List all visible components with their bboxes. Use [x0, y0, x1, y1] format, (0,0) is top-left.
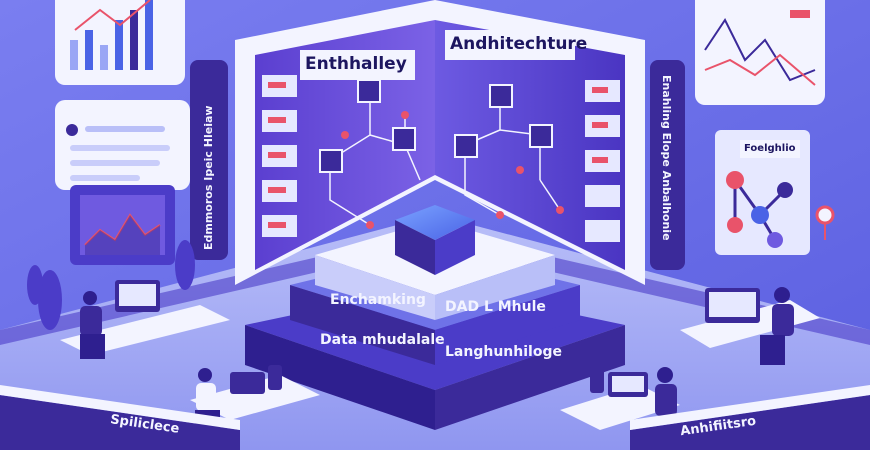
- bottom-left-strip: [0, 395, 240, 450]
- list-card: [55, 100, 190, 190]
- workstation-center-right: [560, 365, 680, 430]
- bar-chart-card: [55, 0, 185, 85]
- network-graph-card: [715, 130, 810, 255]
- central-stack: [245, 205, 625, 430]
- tier-label-top-right: DAD L Mhule: [445, 299, 546, 315]
- red-pin: [815, 205, 835, 225]
- left-wall: [255, 20, 435, 270]
- left-wall-heading: Enthhalley: [305, 54, 407, 74]
- tier-label-bottom-left: Data mhudalale: [320, 332, 445, 348]
- left-wall-cards: [262, 75, 297, 237]
- left-wall-heading-box: [300, 50, 415, 80]
- plants: [27, 240, 195, 330]
- right-wall-cards: [585, 80, 620, 242]
- network-card-title: Foelghlio: [744, 143, 796, 154]
- right-wall-heading-box: [445, 30, 575, 60]
- tier-label-top: Enchamking: [330, 292, 426, 308]
- analytics-panel: [70, 185, 175, 265]
- right-wall-heading: Andhitechture: [450, 34, 588, 54]
- circuit-nodes: [341, 86, 564, 229]
- right-banner-label: Enahling Elope Anbalhonie: [660, 75, 673, 241]
- bottom-right-strip: [630, 395, 870, 450]
- right-banner: [650, 60, 685, 270]
- chip-icons: [319, 79, 553, 173]
- left-banner: [190, 60, 228, 260]
- workstation-left: [60, 280, 230, 359]
- line-chart-card: [695, 0, 825, 105]
- workstation-right: [680, 287, 820, 365]
- left-banner-label: Edmmoros Ipeic Hleiaw: [202, 105, 215, 250]
- tier-label-bottom-right: Langhunhiloge: [445, 344, 562, 360]
